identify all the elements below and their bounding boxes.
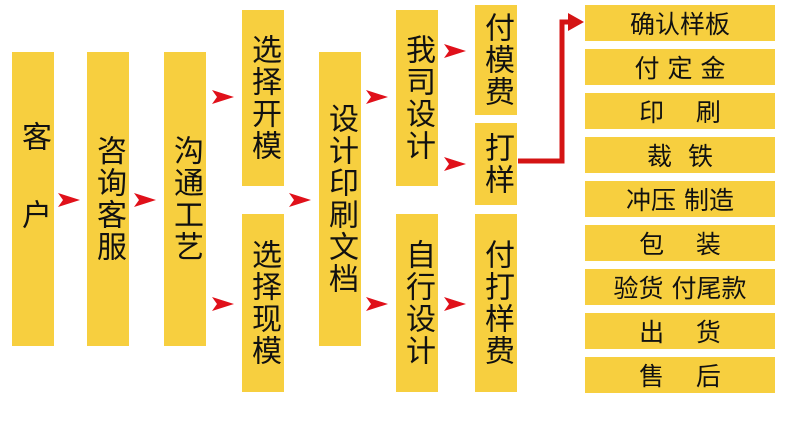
arrow-process-to-existing-mold (212, 297, 234, 311)
step-label: 付 定 金 (634, 54, 726, 83)
pay-mold-fee-label: 付模费 (479, 12, 514, 108)
design-print-label: 设计印刷文档 (323, 103, 358, 295)
process-box: 沟通工艺 (164, 52, 206, 346)
connector-sample-to-confirm (518, 19, 572, 164)
pay-sample-fee-box: 付打样费 (475, 214, 517, 392)
sample-box: 打样 (475, 123, 517, 205)
step-ship: 出 货 (585, 313, 775, 349)
arrow-process-to-open-mold (212, 90, 234, 104)
open-mold-box: 选择开模 (242, 10, 284, 186)
process-label: 沟通工艺 (168, 135, 203, 263)
step-label: 包 装 (639, 230, 721, 259)
step-print: 印 刷 (585, 93, 775, 129)
step-label: 裁 铁 (647, 142, 713, 171)
existing-mold-box: 选择现模 (242, 214, 284, 392)
existing-mold-label: 选择现模 (246, 239, 281, 367)
self-design-label: 自行设计 (400, 239, 435, 367)
open-mold-label: 选择开模 (246, 34, 281, 162)
consult-label: 咨询客服 (91, 135, 126, 263)
arrow-design-to-our-design (366, 90, 388, 104)
arrow-our-design-to-sample (444, 157, 466, 171)
step-label: 冲压 制造 (626, 186, 734, 215)
step-label: 售 后 (639, 362, 721, 391)
consult-box: 咨询客服 (87, 52, 129, 346)
step-label: 印 刷 (639, 98, 721, 127)
step-after-sales: 售 后 (585, 357, 775, 393)
step-packaging: 包 装 (585, 225, 775, 261)
arrow-to-confirm-sample (568, 13, 584, 31)
step-label: 验货 付尾款 (613, 274, 747, 303)
customer-box: 客户 (12, 52, 54, 346)
arrow-customer-to-consult (58, 193, 80, 207)
step-confirm-sample: 确认样板 (585, 5, 775, 41)
our-design-box: 我司设计 (396, 10, 438, 186)
step-label: 出 货 (639, 318, 721, 347)
customer-label: 客户 (16, 121, 51, 277)
pay-sample-fee-label: 付打样费 (479, 239, 514, 367)
sample-label: 打样 (479, 132, 514, 196)
self-design-box: 自行设计 (396, 214, 438, 392)
design-print-box: 设计印刷文档 (319, 52, 361, 346)
arrow-self-design-to-sample-fee (444, 297, 466, 311)
step-label: 确认样板 (629, 10, 730, 39)
pay-mold-fee-box: 付模费 (475, 5, 517, 115)
arrow-mold-to-design (289, 193, 311, 207)
step-pay-deposit: 付 定 金 (585, 49, 775, 85)
step-stamping: 冲压 制造 (585, 181, 775, 217)
arrow-design-to-self-design (366, 297, 388, 311)
step-cut-iron: 裁 铁 (585, 137, 775, 173)
arrow-consult-to-process (134, 193, 156, 207)
our-design-label: 我司设计 (400, 34, 435, 162)
arrow-our-design-to-mold-fee (444, 44, 466, 58)
step-inspect-pay-balance: 验货 付尾款 (585, 269, 775, 305)
